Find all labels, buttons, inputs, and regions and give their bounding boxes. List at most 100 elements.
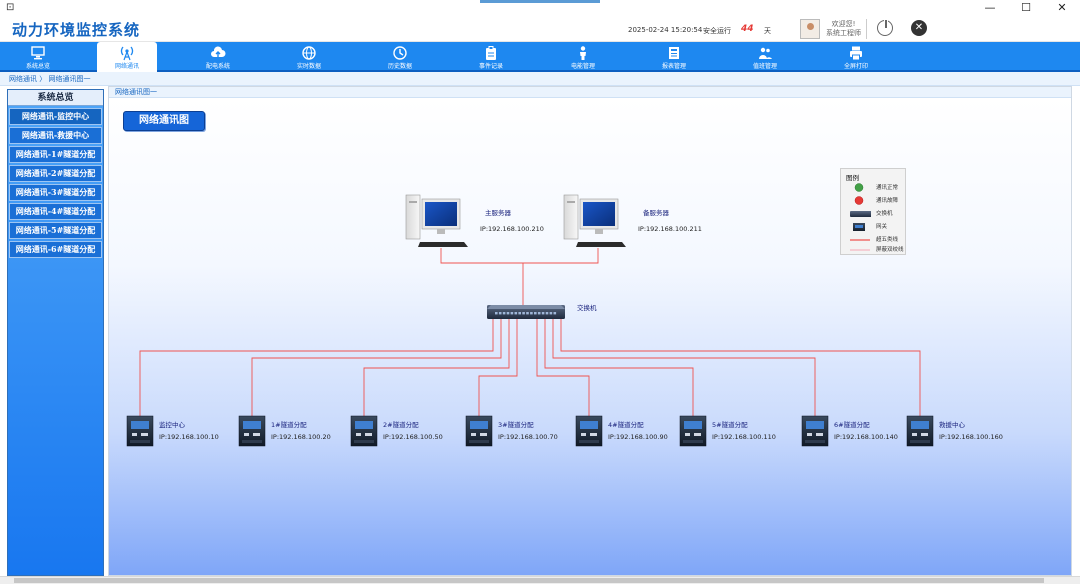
pc-drive — [567, 201, 575, 203]
nav-tab-3[interactable]: 实时数据 — [279, 42, 339, 72]
content-tab[interactable]: 网络通讯图一 — [109, 87, 1071, 98]
sidebar-item-tunnel-3[interactable]: 网络通讯-3#隧道分配 — [9, 184, 102, 201]
nav-tab-label: 网络通讯 — [114, 63, 139, 70]
legend-item-switch: 交换机 — [841, 207, 907, 219]
legend-label: 通讯正常 — [876, 185, 899, 191]
nav-tab-1[interactable]: 网络通讯 — [97, 42, 157, 72]
pink-line-icon — [850, 249, 870, 251]
gateway-port — [244, 433, 249, 436]
gateways-group: 监控中心IP:192.168.100.101#隧道分配IP:192.168.10… — [126, 415, 1003, 447]
window-titlebar: ⊡ — ☐ ✕ — [0, 0, 1080, 16]
pc-keyboard — [418, 242, 468, 247]
pc-screen — [425, 202, 457, 226]
gateway-name: 6#隧道分配 — [834, 420, 870, 429]
nav-tab-9[interactable]: 全屏打印 — [826, 42, 886, 72]
report-icon — [669, 47, 679, 59]
nav-tab-label: 报表管理 — [661, 63, 686, 70]
scrollbar-thumb[interactable] — [14, 578, 1044, 583]
nav-tab-label: 值班管理 — [752, 63, 777, 70]
pc-keyboard — [576, 242, 626, 247]
gateway-port — [356, 433, 361, 436]
red-dot-icon — [854, 196, 864, 205]
gateway-link — [478, 319, 518, 416]
gateway-device-6[interactable]: 6#隧道分配 IP:192.168.100.140 — [801, 415, 898, 447]
nav-tab-label: 电能管理 — [570, 63, 595, 70]
sidebar-item-tunnel-1[interactable]: 网络通讯-1#隧道分配 — [9, 146, 102, 163]
gateway-terminal — [683, 440, 703, 443]
gateway-terminal — [130, 440, 150, 443]
sidebar-item-tunnel-5[interactable]: 网络通讯-5#隧道分配 — [9, 222, 102, 239]
gateway-link — [560, 319, 921, 416]
gateway-port — [590, 433, 597, 436]
gateway-port — [471, 433, 476, 436]
gateway-terminal — [242, 440, 262, 443]
gateway-name: 监控中心 — [159, 420, 186, 429]
diagram-title: 网络通讯图 — [123, 111, 205, 131]
main-navbar: 系统总览网络通讯 配电系统 实时数据历史数据 事件记录电能管理 报表管理 值班管理 全屏打印 — [0, 42, 1080, 72]
nav-tab-0[interactable]: 系统总览 — [8, 42, 68, 72]
switch-device[interactable]: 交换机 — [487, 303, 597, 319]
gateway-terminal — [579, 440, 599, 443]
sidebar-item-tunnel-2[interactable]: 网络通讯-2#隧道分配 — [9, 165, 102, 182]
close-circle-icon[interactable]: ✕ — [911, 20, 927, 36]
gateway-panel — [470, 421, 488, 429]
nav-tab-6[interactable]: 电能管理 — [553, 42, 613, 72]
nav-tab-4[interactable]: 历史数据 — [370, 42, 430, 72]
breadcrumb: 网络通讯 〉 网络通讯图一 — [0, 72, 1080, 86]
gateway-port — [685, 433, 690, 436]
nav-tab-label: 配电系统 — [205, 63, 230, 70]
app-title: 动力环境监控系统 — [12, 21, 141, 39]
sidebar-item-tunnel-6[interactable]: 网络通讯-6#隧道分配 — [9, 241, 102, 258]
sidebar-item-monitor-center[interactable]: 网络通讯-监控中心 — [9, 108, 102, 125]
power-icon[interactable] — [877, 19, 893, 36]
pc-screen — [583, 202, 615, 226]
nav-tab-8[interactable]: 值班管理 — [735, 42, 795, 72]
nav-tab-label: 历史数据 — [387, 63, 412, 70]
server-ip: IP:192.168.100.211 — [638, 225, 702, 233]
gateway-ip: IP:192.168.100.140 — [834, 433, 898, 441]
avatar[interactable] — [800, 19, 820, 39]
gateway-panel — [131, 421, 149, 429]
window-close-button[interactable]: ✕ — [1057, 1, 1067, 14]
pc-stand — [595, 229, 603, 234]
server-ip: IP:192.168.100.210 — [480, 225, 544, 233]
legend-item-shielded: 屏蔽双绞线 — [841, 243, 907, 255]
server-primary[interactable]: 主服务器 IP:192.168.100.210 — [405, 194, 544, 247]
gateway-port — [581, 433, 586, 436]
gateway-link — [139, 319, 494, 416]
nav-tab-2[interactable]: 配电系统 — [188, 42, 248, 72]
minimize-button[interactable]: — — [984, 1, 996, 14]
switch-port — [522, 312, 525, 315]
breadcrumb-root[interactable]: 网络通讯 — [9, 75, 37, 83]
sidebar-item-rescue-center[interactable]: 网络通讯-救援中心 — [9, 127, 102, 144]
switch-label: 交换机 — [577, 303, 597, 312]
gateway-name: 3#隧道分配 — [498, 420, 534, 429]
days-count: 44 — [741, 24, 754, 34]
nav-tab-5[interactable]: 事件记录 — [461, 42, 521, 72]
server-name: 主服务器 — [485, 208, 512, 217]
switch-port — [553, 312, 557, 315]
horizontal-scrollbar[interactable] — [0, 576, 1080, 584]
clock-icon — [393, 46, 407, 60]
switch-port — [514, 312, 518, 315]
gateway-name: 1#隧道分配 — [271, 420, 307, 429]
sidebar-title[interactable]: 系统总览 — [8, 90, 103, 106]
switch-port — [506, 312, 510, 315]
legend-item-gateway: 网关 — [841, 220, 907, 232]
gateway-port — [816, 433, 823, 436]
gateway-port — [141, 433, 148, 436]
sidebar-item-tunnel-4[interactable]: 网络通讯-4#隧道分配 — [9, 203, 102, 220]
maximize-button[interactable]: ☐ — [1021, 1, 1031, 14]
nav-tab-7[interactable]: 报表管理 — [644, 42, 704, 72]
gateway-link — [552, 319, 816, 416]
gateway-panel — [684, 421, 702, 429]
